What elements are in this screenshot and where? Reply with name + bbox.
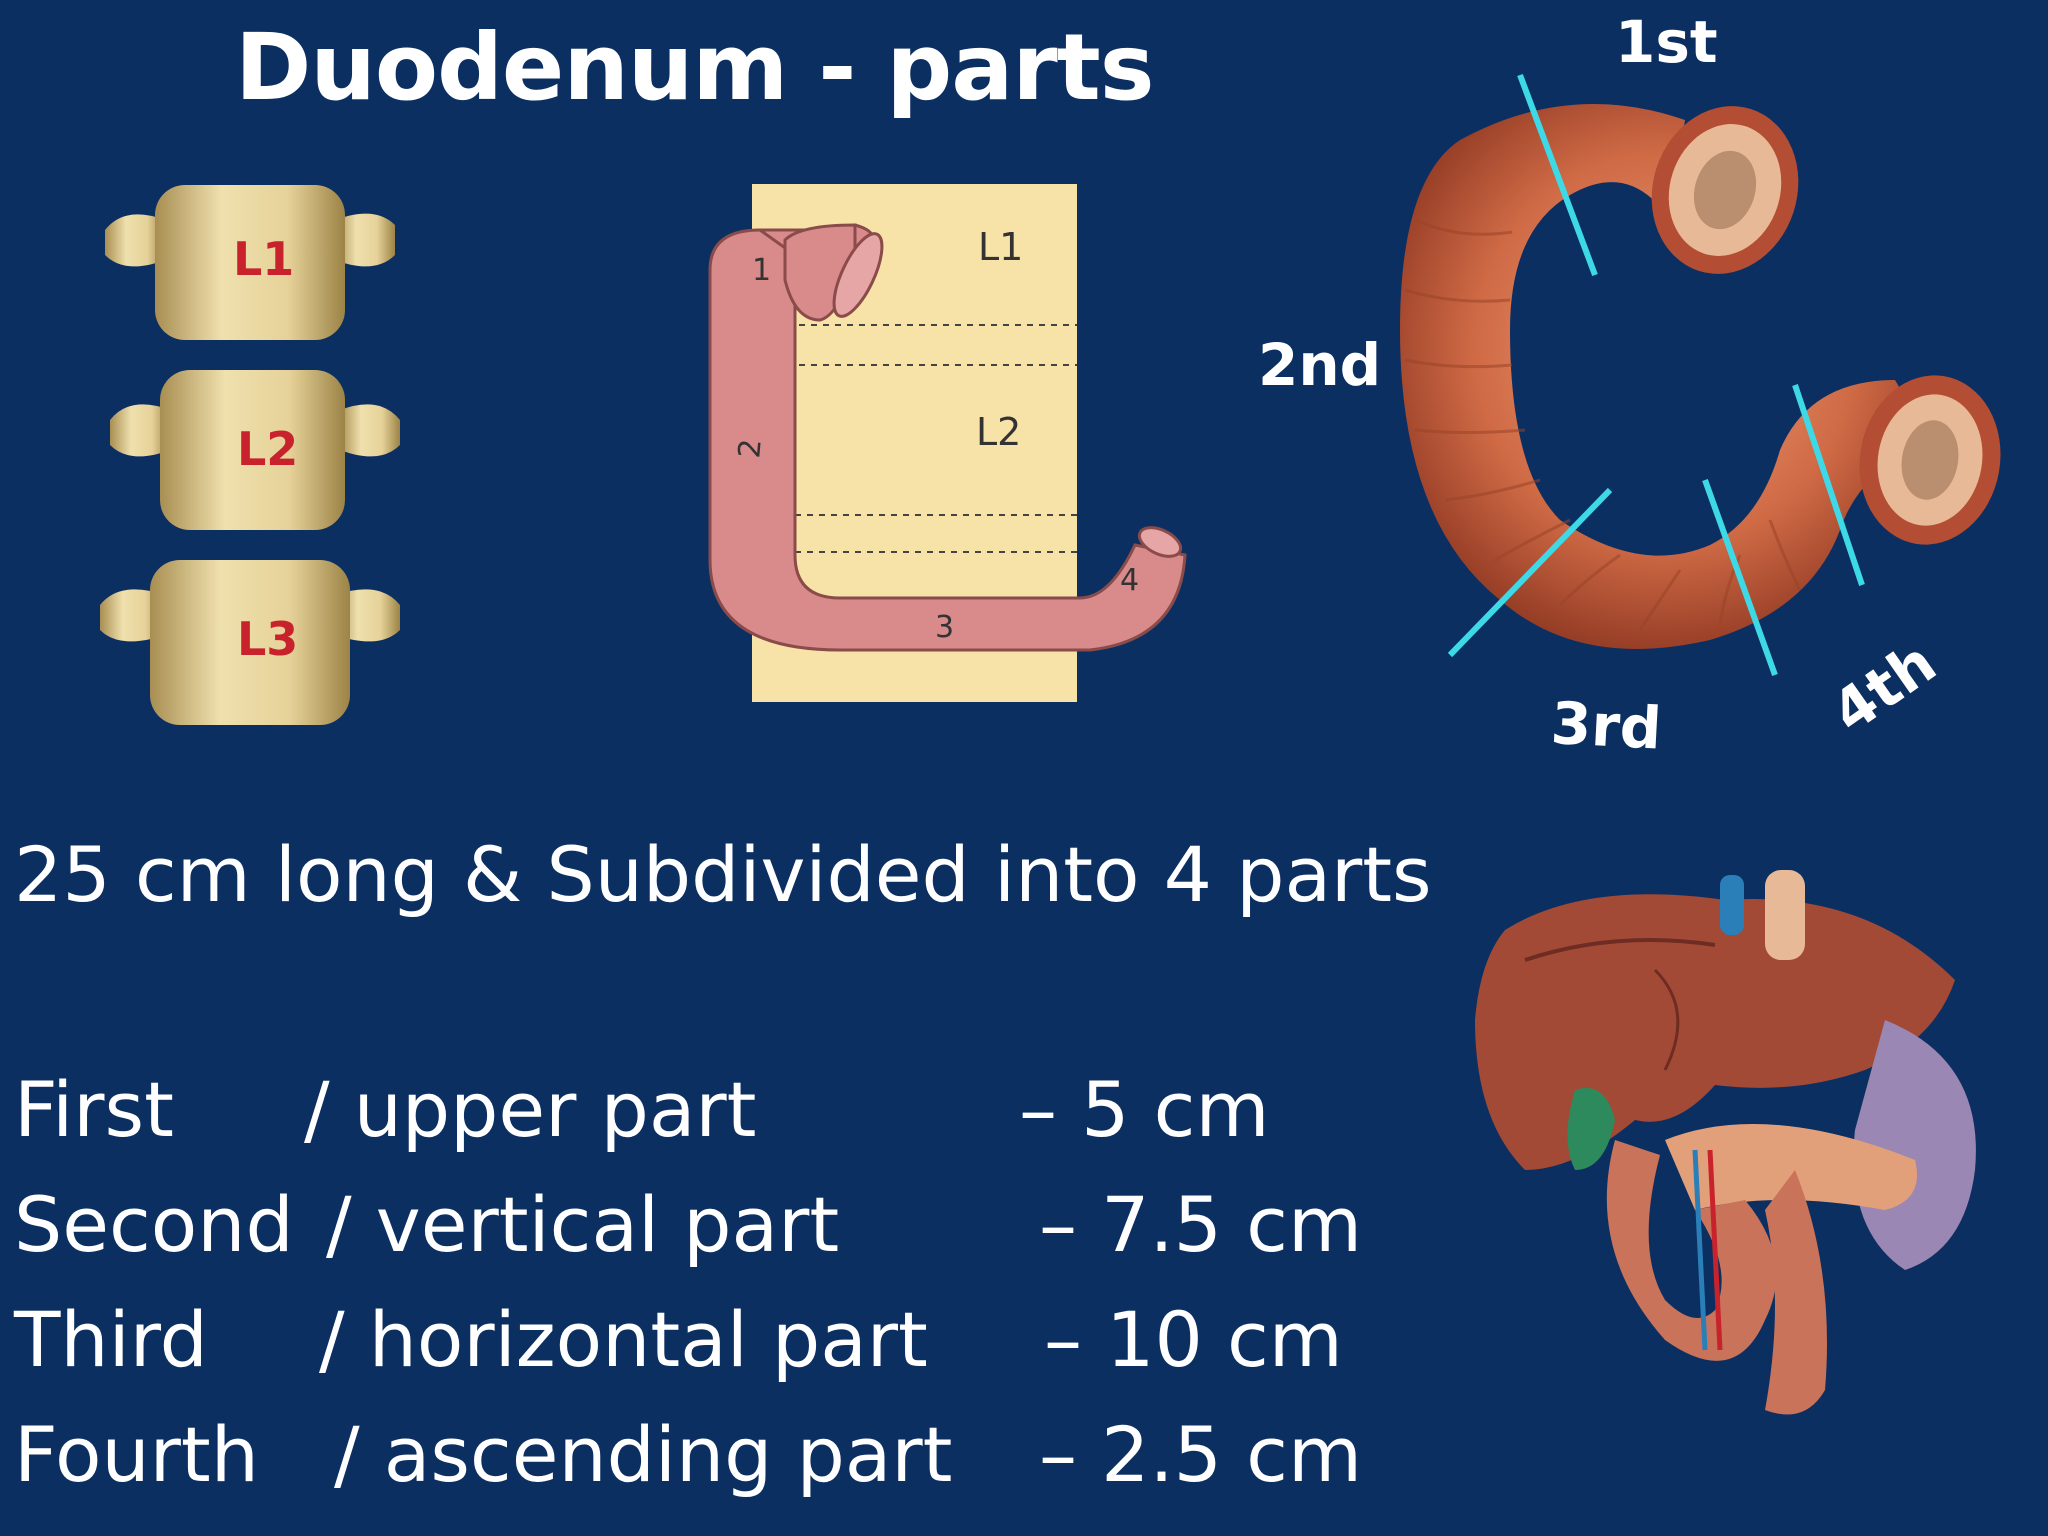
duodenum-c-loop-illustration: 1st 2nd 3rd 4th [1258,8,2001,763]
c-loop-dividers [1447,73,1865,677]
duodenum-tube [708,223,1187,652]
part-length: – 5 cm [1019,1065,1270,1154]
c-loop-label-1st: 1st [1615,8,1718,76]
c-loop-label-4th: 4th [1820,628,1949,746]
pancreas-shape [1665,1124,1917,1210]
vertebra-l2 [110,370,400,530]
c-loop-intestine [1400,104,1930,649]
schematic-part-4: 4 [1120,563,1139,598]
c-loop-label-3rd: 3rd [1549,689,1663,763]
subtitle: 25 cm long & Subdivided into 4 parts [14,830,1432,919]
part-desc: / ascending part [334,1410,953,1499]
duodenum-schematic: L1 L2 1 2 3 4 [708,184,1187,702]
part-name: Second [14,1180,294,1269]
vertebra-label-l2: L2 [237,422,298,476]
vertebra-l1 [105,185,395,340]
lumbar-vertebrae-illustration: L1 L2 L3 [100,185,400,725]
part-length: – 7.5 cm [1039,1180,1362,1269]
aorta-vessel [1765,870,1805,960]
schematic-part-2: 2 [732,437,769,459]
vertebra-label-l3: L3 [237,612,298,666]
schematic-part-3: 3 [935,610,954,645]
vertebra-l3 [100,560,400,725]
part-name: First [14,1065,174,1154]
schematic-level-l1: L1 [978,225,1023,269]
gallbladder-shape [1567,1088,1615,1170]
part-name: Third [14,1295,208,1384]
part-name: Fourth [14,1410,259,1499]
part-length: – 10 cm [1044,1295,1343,1384]
c-loop-label-2nd: 2nd [1258,331,1381,399]
part-desc: / vertical part [326,1180,840,1269]
part-length: – 2.5 cm [1039,1410,1362,1499]
abdominal-organs-illustration [1475,870,1976,1415]
schematic-part-1: 1 [752,253,771,288]
page-title: Duodenum - parts [235,14,1154,121]
duodenum-loop-shape [1606,1140,1777,1361]
vertebra-label-l1: L1 [233,232,294,286]
part-desc: / horizontal part [319,1295,928,1384]
part-desc: / upper part [304,1065,757,1154]
schematic-level-l2: L2 [976,410,1021,454]
